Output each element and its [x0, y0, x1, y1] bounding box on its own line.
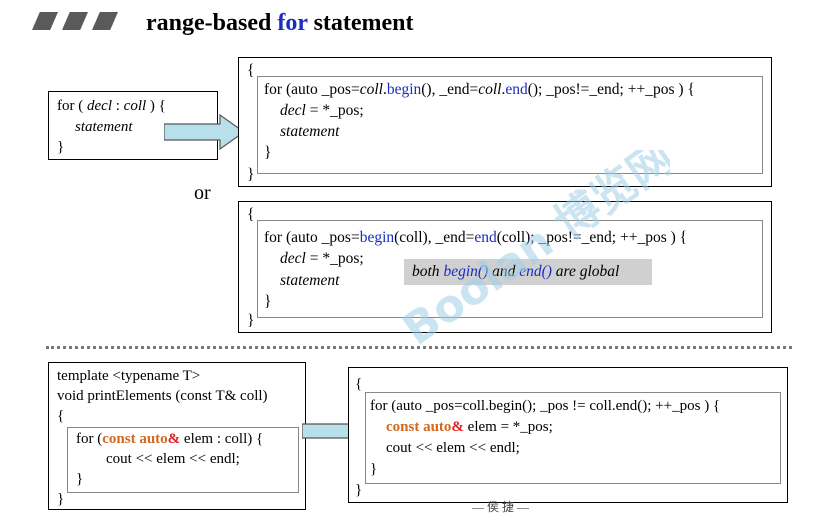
syntax-line-1: for ( decl : coll ) {: [57, 98, 166, 114]
template-function-box: template <typename T> void printElements…: [48, 362, 306, 510]
box2-line-1: for (auto _pos=begin(coll), _end=end(col…: [264, 229, 688, 246]
box2-close-brace: }: [247, 312, 255, 329]
template-inner-box: for (const auto& elem : coll) { cout << …: [67, 427, 299, 493]
syntax-line-3: }: [57, 139, 65, 155]
title-keyword: for: [277, 10, 308, 36]
box1-inner: for (auto _pos=coll.begin(), _end=coll.e…: [257, 76, 763, 174]
template-line-2: void printElements (const T& coll): [57, 388, 268, 404]
box3-line-4: }: [370, 461, 378, 477]
author-footer: — 侯 捷 —: [472, 500, 530, 514]
or-label: or: [194, 182, 211, 204]
box2-line-2: decl = *_pos;: [280, 250, 364, 267]
box3-line-1: for (auto _pos=coll.begin(); _pos != col…: [370, 398, 721, 414]
title-mark-3: [92, 12, 118, 30]
template-line-1: template <typename T>: [57, 368, 201, 384]
template-close-brace: }: [57, 491, 65, 507]
section-divider: [46, 346, 792, 349]
box1-line-1: for (auto _pos=coll.begin(), _end=coll.e…: [264, 81, 695, 98]
box2-line-4: }: [264, 293, 272, 310]
box3-open-brace: {: [355, 376, 363, 392]
box1-line-4: }: [264, 144, 272, 161]
expansion-box-member: { for (auto _pos=coll.begin(), _end=coll…: [238, 57, 772, 187]
box2-open-brace: {: [247, 206, 255, 223]
box3-close-brace: }: [355, 482, 363, 498]
box1-open-brace: {: [247, 62, 255, 79]
box1-close-brace: }: [247, 166, 255, 183]
box1-line-2: decl = *_pos;: [280, 102, 364, 119]
box3-inner: for (auto _pos=coll.begin(); _pos != col…: [365, 392, 781, 484]
box2-line-3: statement: [280, 272, 340, 289]
template-inner-line-2: cout << elem << endl;: [106, 451, 240, 467]
expansion-box-template: { for (auto _pos=coll.begin(); _pos != c…: [348, 367, 788, 503]
box1-line-3: statement: [280, 123, 340, 140]
template-inner-line-3: }: [76, 471, 84, 487]
right-arrow-icon: [164, 113, 246, 151]
global-functions-note: both begin() and end() are global: [404, 259, 652, 285]
page-title: range-based for statement: [146, 10, 414, 36]
syntax-line-2: statement: [75, 119, 133, 135]
template-open-brace: {: [57, 408, 65, 424]
box3-line-2: const auto& elem = *_pos;: [386, 419, 553, 435]
template-inner-line-1: for (const auto& elem : coll) {: [76, 431, 264, 447]
box3-line-3: cout << elem << endl;: [386, 440, 520, 456]
title-mark-1: [32, 12, 58, 30]
title-mark-2: [62, 12, 88, 30]
